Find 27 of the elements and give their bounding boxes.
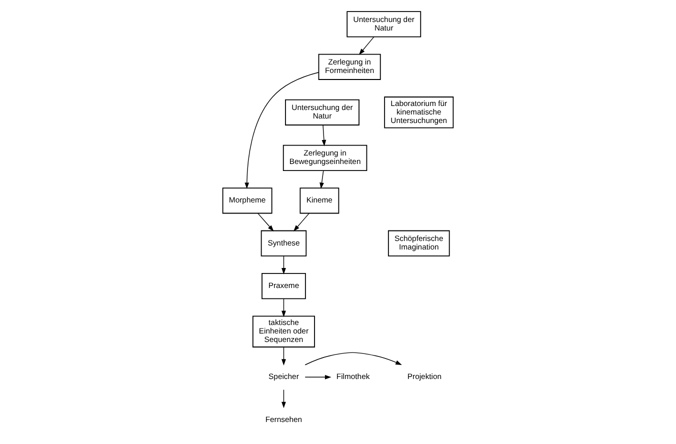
- node-box: Kineme: [300, 188, 340, 214]
- arrow: [282, 256, 286, 274]
- node-box: Untersuchung der Natur: [285, 99, 360, 126]
- arrow: [244, 72, 319, 189]
- node-text: Projektion: [407, 372, 442, 382]
- arrow: [320, 170, 324, 189]
- arrow: [304, 352, 402, 366]
- node-box: Untersuchung der Natur: [346, 11, 422, 38]
- arrow: [282, 298, 286, 318]
- node-text: Filmothek: [336, 372, 370, 382]
- node-box: taktische Einheiten oder Sequenzen: [252, 316, 315, 348]
- node-text: Fernsehen: [265, 414, 302, 424]
- node-box: Zerlegung in Formeinheiten: [318, 54, 381, 80]
- node-box: Schöpferische Imagination: [388, 230, 450, 256]
- arrow: [322, 124, 326, 146]
- node-box: Praxeme: [262, 273, 306, 300]
- arrow: [304, 374, 332, 380]
- node-text: Speicher: [268, 372, 299, 382]
- arrow: [293, 212, 310, 232]
- arrow: [282, 346, 286, 366]
- node-box: Morpheme: [222, 188, 272, 214]
- arrow: [282, 389, 286, 408]
- arrow: [258, 212, 274, 232]
- node-box: Laboratorium für kinematische Untersuchungen: [384, 96, 454, 128]
- arrow: [358, 36, 374, 55]
- node-box: Synthese: [260, 230, 307, 256]
- node-box: Zerlegung in Bewegungseinheiten: [282, 144, 368, 171]
